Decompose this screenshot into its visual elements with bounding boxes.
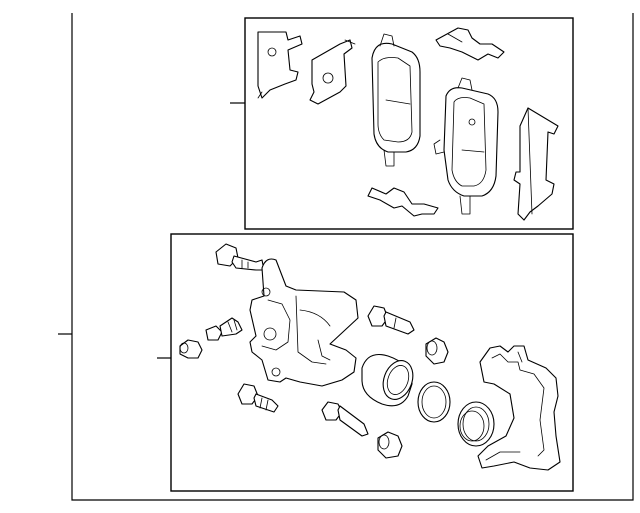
bleeder-screw (205, 317, 243, 341)
pad-kit-group (230, 17, 574, 230)
pad-clip-lower (367, 187, 439, 217)
pad-clip-upper (435, 27, 505, 61)
brake-pad-inner (433, 77, 499, 215)
pad-wear-shim (513, 107, 559, 221)
brake-pad-outer (371, 33, 421, 167)
guide-pin-bolt-lower (367, 305, 415, 335)
pin-boot-lower (377, 431, 403, 459)
caliper-group (157, 233, 574, 492)
guide-pin-bolt-upper (215, 243, 265, 271)
caliper-bracket (477, 345, 561, 471)
assembly-outer-frame (58, 13, 634, 501)
piston-seal (417, 381, 451, 423)
caliper-housing (249, 258, 359, 387)
anti-squeal-shim-outer (257, 31, 303, 99)
dust-boot (457, 401, 495, 447)
bleeder-cap (179, 339, 203, 359)
pad-kit-box (244, 17, 574, 230)
anti-squeal-shim-inner (309, 39, 356, 105)
caliper-box (170, 233, 574, 492)
pin-boot-upper (425, 337, 449, 365)
caliper-piston (361, 353, 414, 407)
mounting-bolt (237, 383, 279, 413)
guide-pin (321, 401, 369, 437)
